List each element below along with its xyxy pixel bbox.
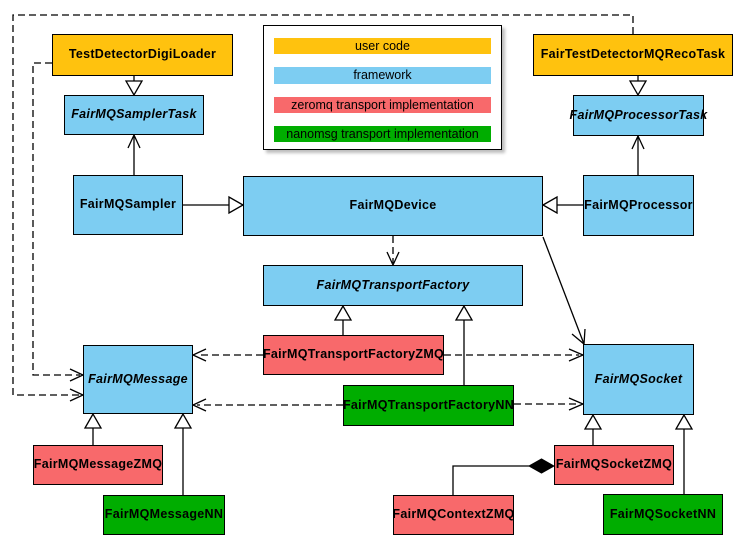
legend-label: nanomsg transport implementation xyxy=(286,126,479,141)
node-fairmq-message-nn: FairMQMessageNN xyxy=(103,495,225,535)
edge-socketzmq-socket-inheritance xyxy=(583,413,603,445)
node-fairmq-transport-factory-nn: FairMQTransportFactoryNN xyxy=(343,385,514,426)
node-fairmq-device: FairMQDevice xyxy=(243,176,543,236)
node-fairmq-socket: FairMQSocket xyxy=(583,344,694,415)
edge-socketnn-socket-inheritance xyxy=(674,413,694,494)
edge-tfzmq-transportfactory-inheritance xyxy=(333,304,353,335)
node-fairmq-socket-zmq: FairMQSocketZMQ xyxy=(554,445,674,485)
node-fairmq-transport-factory-zmq: FairMQTransportFactoryZMQ xyxy=(263,335,444,375)
edge-messagenn-message-inheritance xyxy=(173,412,193,495)
legend-item-zeromq: zeromq transport implementation xyxy=(274,96,491,113)
node-fairmq-transport-factory: FairMQTransportFactory xyxy=(263,265,523,306)
edge-processor-processortask-association xyxy=(631,134,645,175)
edge-socketzmq-contextzmq-composition xyxy=(452,458,556,495)
edge-tfnn-message-dependency xyxy=(191,398,343,412)
edge-tfzmq-message-dependency xyxy=(191,348,263,362)
edge-processor-device-inheritance xyxy=(541,195,583,215)
node-fairmq-socket-nn: FairMQSocketNN xyxy=(603,494,723,535)
edge-tfnn-transportfactory-inheritance xyxy=(454,304,474,385)
edge-sampler-device-inheritance xyxy=(183,195,245,215)
edge-recotask-processortask-inheritance xyxy=(628,76,648,97)
edge-digiloader-samplertask-inheritance xyxy=(124,76,144,97)
edge-device-socket-association xyxy=(542,236,586,346)
edge-sampler-samplertask-association xyxy=(127,133,141,175)
node-fairmq-sampler: FairMQSampler xyxy=(73,175,183,235)
node-fairmq-processor: FairMQProcessor xyxy=(583,175,694,236)
node-fairmq-context-zmq: FairMQContextZMQ xyxy=(392,495,514,535)
edge-messagezmq-message-inheritance xyxy=(83,412,103,445)
node-fairmq-message: FairMQMessage xyxy=(83,345,193,414)
edge-device-transportfactory-dependency xyxy=(386,236,400,267)
legend-item-framework: framework xyxy=(274,67,491,84)
node-fairmq-message-zmq: FairMQMessageZMQ xyxy=(33,445,163,485)
legend-item-nanomsg: nanomsg transport implementation xyxy=(274,125,491,142)
edge-tfzmq-socket-dependency xyxy=(444,348,585,362)
node-test-detector-digi-loader: TestDetectorDigiLoader xyxy=(52,34,233,76)
legend-label: framework xyxy=(353,68,412,83)
node-fairmq-sampler-task: FairMQSamplerTask xyxy=(64,95,204,135)
legend-label: zeromq transport implementation xyxy=(291,97,474,112)
legend: user code framework zeromq transport imp… xyxy=(263,25,502,150)
legend-item-user-code: user code xyxy=(274,38,491,55)
node-fairmq-processor-task: FairMQProcessorTask xyxy=(570,95,707,136)
legend-label: user code xyxy=(355,39,410,54)
edge-tfnn-socket-dependency xyxy=(514,397,585,411)
node-fair-test-detector-mq-reco-task: FairTestDetectorMQRecoTask xyxy=(533,34,733,76)
